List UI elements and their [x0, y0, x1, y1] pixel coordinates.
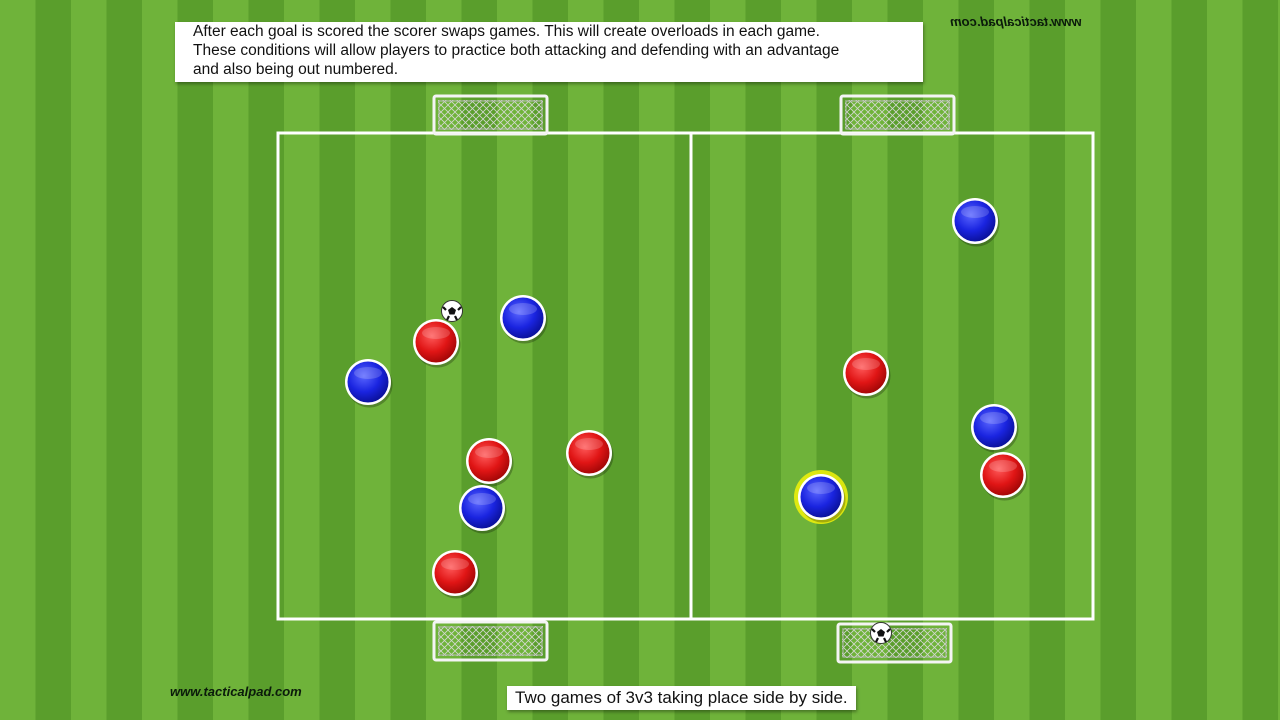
red-player[interactable]	[843, 350, 891, 399]
grass-stripe	[710, 0, 746, 720]
grass-stripe	[1207, 0, 1243, 720]
grass-stripe	[1171, 0, 1208, 720]
instruction-line-3: and also being out numbered.	[193, 61, 399, 78]
grass-stripe	[213, 0, 249, 720]
grass-stripe	[639, 0, 675, 720]
red-player[interactable]	[980, 452, 1028, 501]
blue-player[interactable]	[971, 404, 1019, 453]
blue-player[interactable]	[794, 470, 848, 524]
grass-stripe	[1242, 0, 1279, 720]
red-player[interactable]	[432, 550, 480, 599]
blue-player[interactable]	[952, 198, 1000, 247]
grass-stripe	[284, 0, 320, 720]
grass-stripe	[568, 0, 604, 720]
red-player[interactable]	[566, 430, 614, 479]
brand-watermark: www.tacticalpad.com	[170, 684, 302, 699]
blue-player[interactable]	[500, 295, 548, 344]
grass-stripe	[958, 0, 995, 720]
pitch-boundary	[276, 131, 1095, 621]
red-player[interactable]	[466, 438, 514, 487]
grass-stripe	[1136, 0, 1172, 720]
red-player[interactable]	[413, 319, 461, 368]
grass-stripe	[781, 0, 817, 720]
grass-stripe	[745, 0, 782, 720]
grass-stripe	[177, 0, 214, 720]
grass-stripe	[1278, 0, 1280, 720]
goal-net	[839, 94, 956, 136]
diagram-caption: Two games of 3v3 taking place side by si…	[507, 686, 856, 710]
grass-stripe	[1029, 0, 1066, 720]
goal-net	[432, 94, 549, 136]
grass-stripe	[35, 0, 72, 720]
grass-stripe	[1100, 0, 1137, 720]
grass-stripe	[106, 0, 143, 720]
grass-stripe	[603, 0, 640, 720]
grass-stripe	[390, 0, 427, 720]
blue-player[interactable]	[345, 359, 393, 408]
ball-icon[interactable]	[441, 300, 463, 322]
grass-stripe	[1065, 0, 1101, 720]
grass-stripe	[0, 0, 36, 720]
brand-watermark-mirrored: www.tacticalpad.com	[950, 14, 1082, 29]
ball-icon[interactable]	[870, 622, 892, 644]
instruction-line-1: After each goal is scored the scorer swa…	[193, 23, 820, 40]
goal-net	[836, 622, 953, 664]
grass-stripe	[994, 0, 1030, 720]
instruction-note: After each goal is scored the scorer swa…	[175, 22, 923, 82]
grass-stripe	[71, 0, 107, 720]
instruction-line-2: These conditions will allow players to p…	[193, 42, 840, 59]
blue-player[interactable]	[459, 485, 507, 534]
grass-stripe	[142, 0, 178, 720]
goal-net	[432, 620, 549, 662]
grass-stripe	[319, 0, 356, 720]
